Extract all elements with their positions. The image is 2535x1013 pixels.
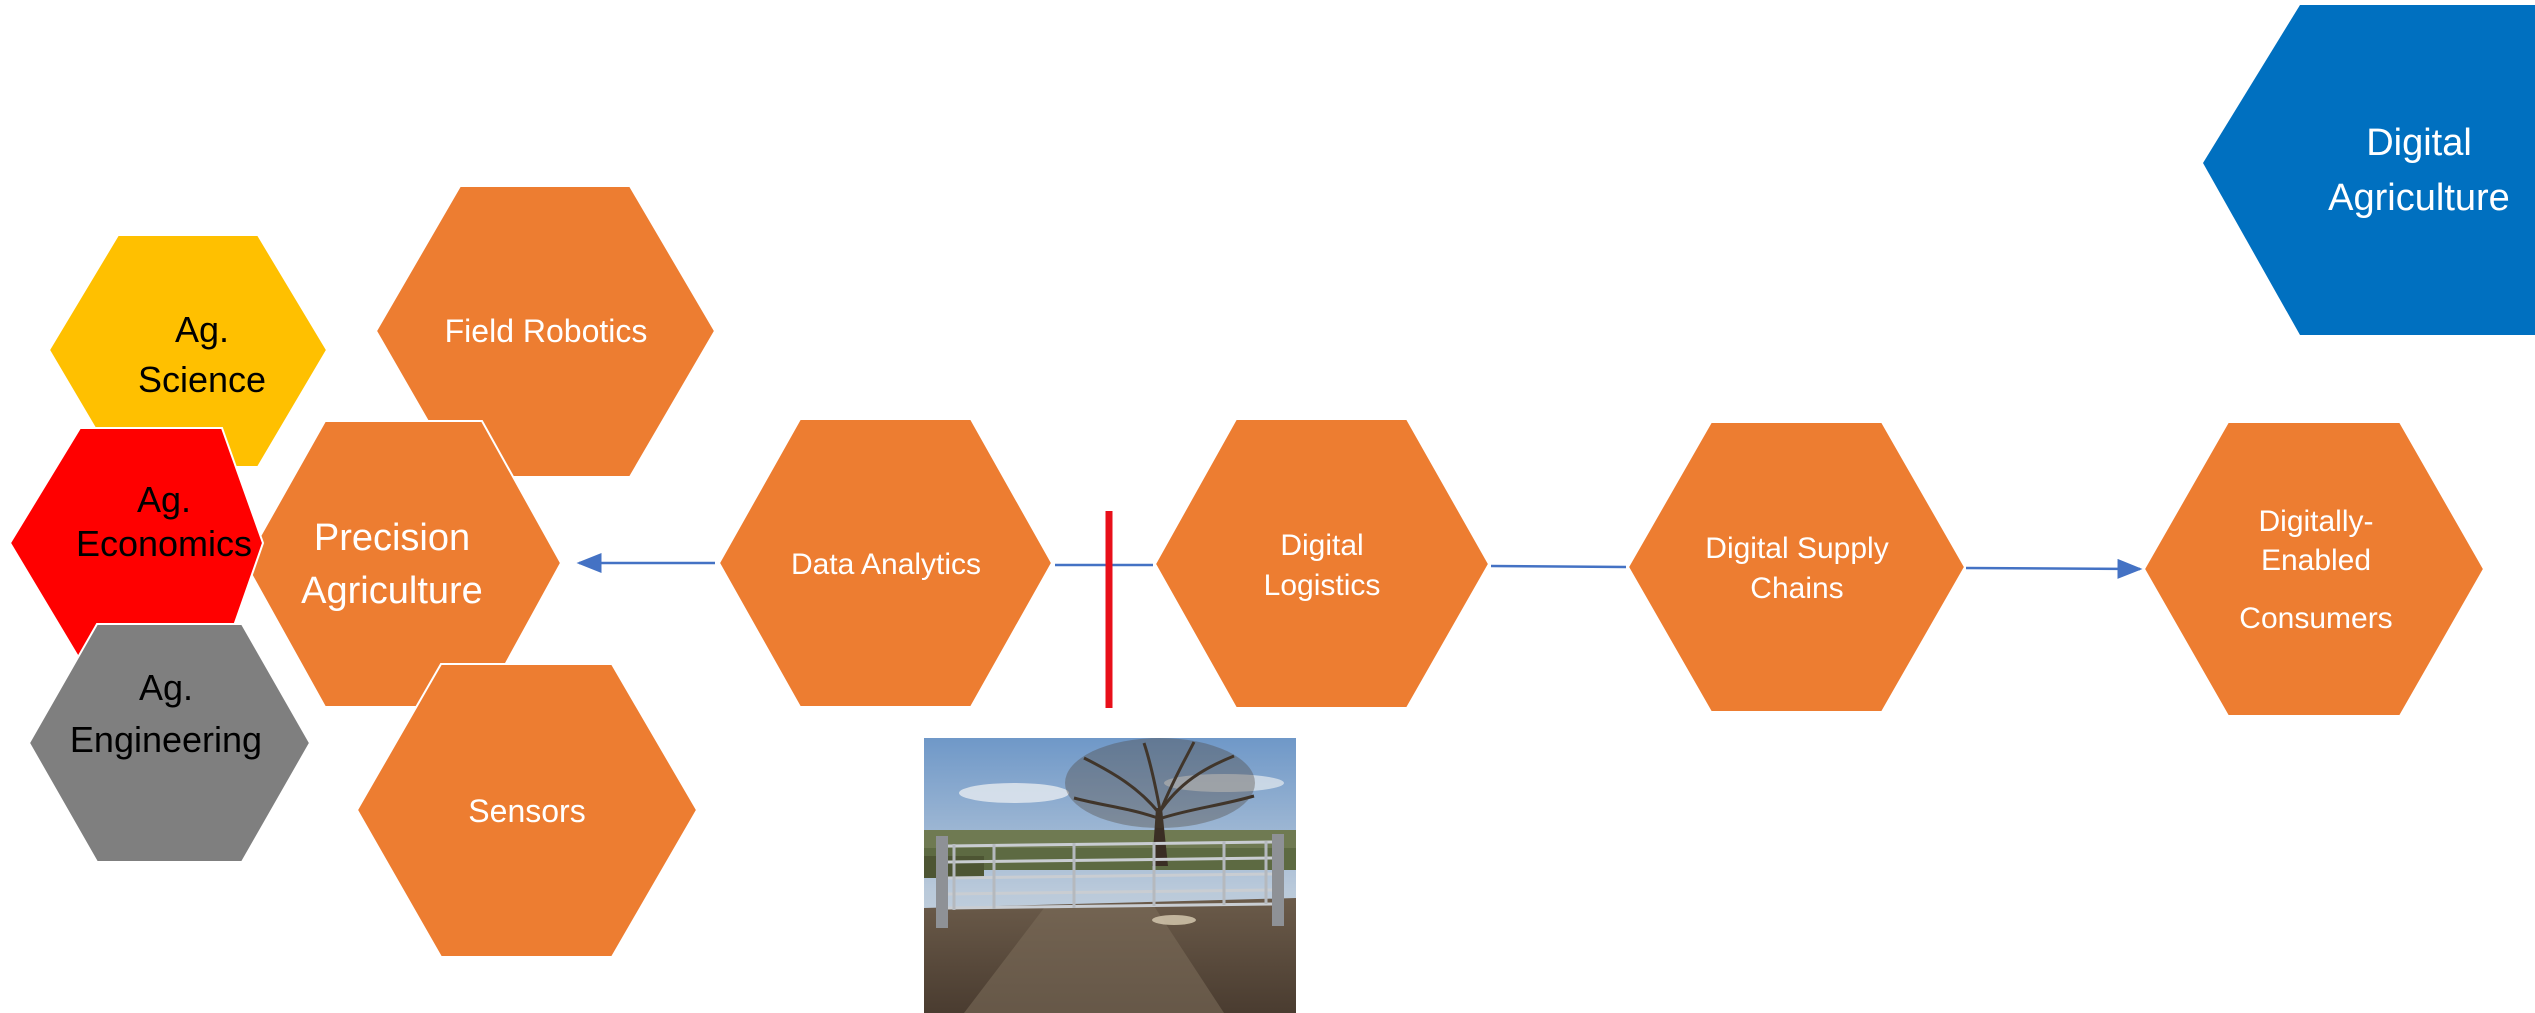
- hex-digital-agriculture-shape: [2203, 5, 2535, 335]
- hex-digitally-enabled-consumers-line1: Digitally-: [2258, 505, 2373, 538]
- hex-digitally-enabled-consumers-shape: [2142, 421, 2486, 717]
- hex-digital-agriculture-line2: Agriculture: [2328, 177, 2510, 219]
- hex-digital-agriculture-line1: Digital: [2366, 122, 2472, 164]
- hex-digital-supply-chains-line2: Chains: [1750, 572, 1843, 605]
- hex-ag-science-line2: Science: [138, 359, 266, 400]
- hex-ag-engineering-line2: Engineering: [70, 719, 262, 760]
- hex-ag-engineering-shape: [27, 623, 312, 863]
- hex-ag-economics-line2: Economics: [76, 523, 252, 564]
- arrow-supply-chains-to-consumers: [1965, 558, 2143, 579]
- hex-sensors-label: Sensors: [468, 793, 585, 829]
- hex-digital-logistics-shape: [1153, 418, 1491, 709]
- hex-data-analytics: Data Analytics: [717, 418, 1054, 708]
- hex-data-analytics-shape: [717, 418, 1054, 708]
- farm-gate-photo: [924, 738, 1296, 1013]
- hex-ag-science-line1: Ag.: [175, 309, 229, 350]
- hex-sensors: Sensors: [355, 663, 699, 958]
- hex-precision-agriculture-shape: [243, 420, 563, 708]
- hex-ag-engineering-line1: Ag.: [139, 667, 193, 708]
- hex-digitally-enabled-consumers-line3: Consumers: [2239, 602, 2392, 635]
- hex-digital-logistics-line2: Logistics: [1264, 569, 1381, 602]
- hex-digital-supply-chains: Digital Supply Chains: [1626, 421, 1967, 713]
- hex-ag-economics: Ag. Economics: [8, 427, 265, 661]
- hex-digital-logistics-line1: Digital: [1280, 529, 1363, 562]
- hex-precision-agriculture: Precision Agriculture: [243, 420, 563, 708]
- hex-digital-supply-chains-shape: [1626, 421, 1967, 713]
- hex-digitally-enabled-consumers-line2: Enabled: [2261, 544, 2371, 577]
- hex-precision-agriculture-line1: Precision: [314, 517, 470, 559]
- hex-ag-economics-line1: Ag.: [137, 479, 191, 520]
- hex-ag-engineering: Ag. Engineering: [27, 623, 312, 863]
- hex-digital-supply-chains-line1: Digital Supply: [1705, 532, 1888, 565]
- hex-precision-agriculture-line2: Agriculture: [301, 570, 483, 612]
- hex-digital-agriculture: Digital Agriculture: [2203, 5, 2535, 335]
- connector-logistics-to-supply-chains: [1490, 564, 1627, 569]
- hex-data-analytics-label: Data Analytics: [791, 548, 981, 581]
- hex-digitally-enabled-consumers: Digitally- Enabled Consumers: [2142, 421, 2486, 717]
- hex-sensors-shape: [355, 663, 699, 958]
- hex-digital-logistics: Digital Logistics: [1153, 418, 1491, 709]
- hex-field-robotics-label: Field Robotics: [445, 313, 648, 349]
